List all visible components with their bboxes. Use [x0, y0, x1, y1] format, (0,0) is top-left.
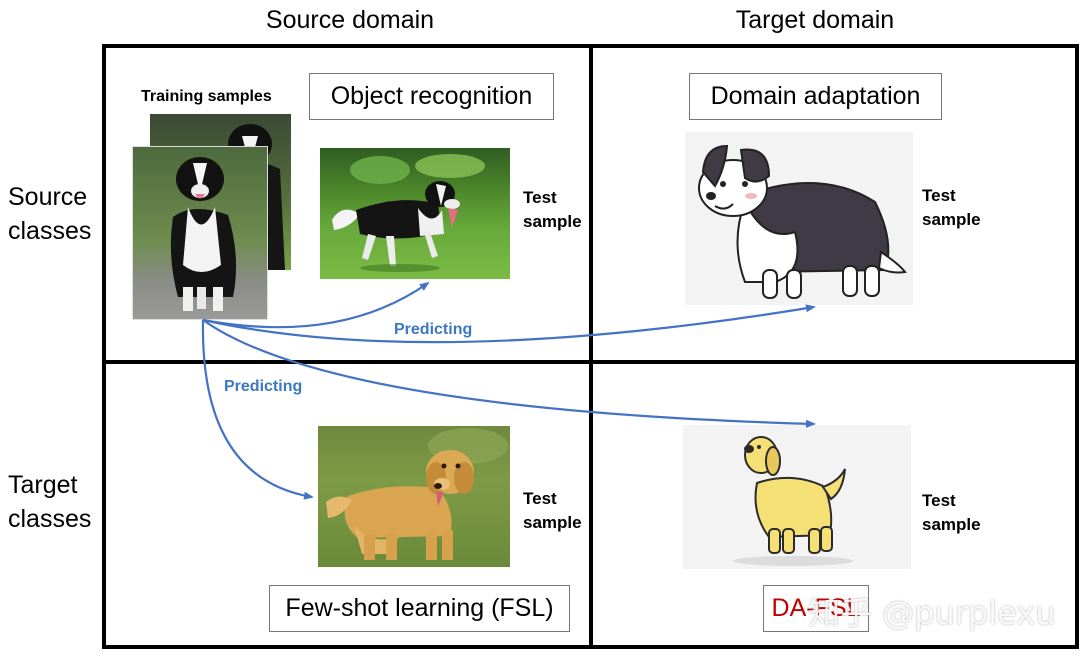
test-sample-image-cartoon-golden-retriever — [683, 425, 911, 569]
row-header-target-line2: classes — [8, 505, 92, 533]
predicting-label-top: Predicting — [394, 321, 473, 338]
row-header-source-line1: Source — [8, 183, 88, 211]
predicting-label-left: Predicting — [224, 378, 303, 395]
test-label-line2: sample — [523, 212, 582, 231]
few-shot-learning-label: Few-shot learning (FSL) — [269, 585, 570, 632]
test-label-line2: sample — [922, 210, 981, 229]
grid-left-border — [102, 44, 106, 649]
test-label-line1: Test — [523, 489, 557, 508]
training-samples-label: Training samples — [141, 88, 272, 105]
test-sample-label-da-fsl: Test sample — [922, 489, 981, 537]
column-header-source-domain: Source domain — [265, 6, 435, 34]
arrow-to-few-shot — [201, 319, 314, 500]
test-label-line2: sample — [922, 515, 981, 534]
grid-middle-horizontal — [102, 360, 1079, 364]
arrow-to-da-fsl — [202, 319, 816, 428]
grid-right-border — [1075, 44, 1079, 649]
test-label-line1: Test — [523, 188, 557, 207]
da-fsl-label: DA-FSL — [763, 585, 869, 632]
row-header-source-line2: classes — [8, 217, 92, 245]
arrow-to-domain-adaptation — [202, 304, 816, 344]
row-header-source-classes: Source classes — [8, 180, 91, 248]
arrow-to-object-recognition — [202, 281, 430, 329]
training-sample-image-border-collie — [132, 146, 268, 320]
domain-adaptation-label: Domain adaptation — [689, 73, 942, 120]
row-header-target-classes: Target classes — [8, 468, 91, 536]
column-header-target-domain: Target domain — [735, 6, 895, 34]
object-recognition-label: Object recognition — [309, 73, 554, 120]
test-label-line2: sample — [523, 513, 582, 532]
watermark: 知乎 @purplexu — [808, 594, 1056, 632]
row-header-target-line1: Target — [8, 471, 78, 499]
test-sample-image-cartoon-border-collie — [685, 132, 913, 305]
test-label-line1: Test — [922, 186, 956, 205]
test-sample-label-domain-adaptation: Test sample — [922, 184, 981, 232]
test-label-line1: Test — [922, 491, 956, 510]
grid-middle-vertical — [589, 44, 593, 649]
test-sample-image-border-collie-running — [320, 148, 510, 279]
test-sample-label-few-shot: Test sample — [523, 487, 582, 535]
test-sample-image-golden-retriever — [318, 426, 510, 567]
test-sample-label-object-recognition: Test sample — [523, 186, 582, 234]
